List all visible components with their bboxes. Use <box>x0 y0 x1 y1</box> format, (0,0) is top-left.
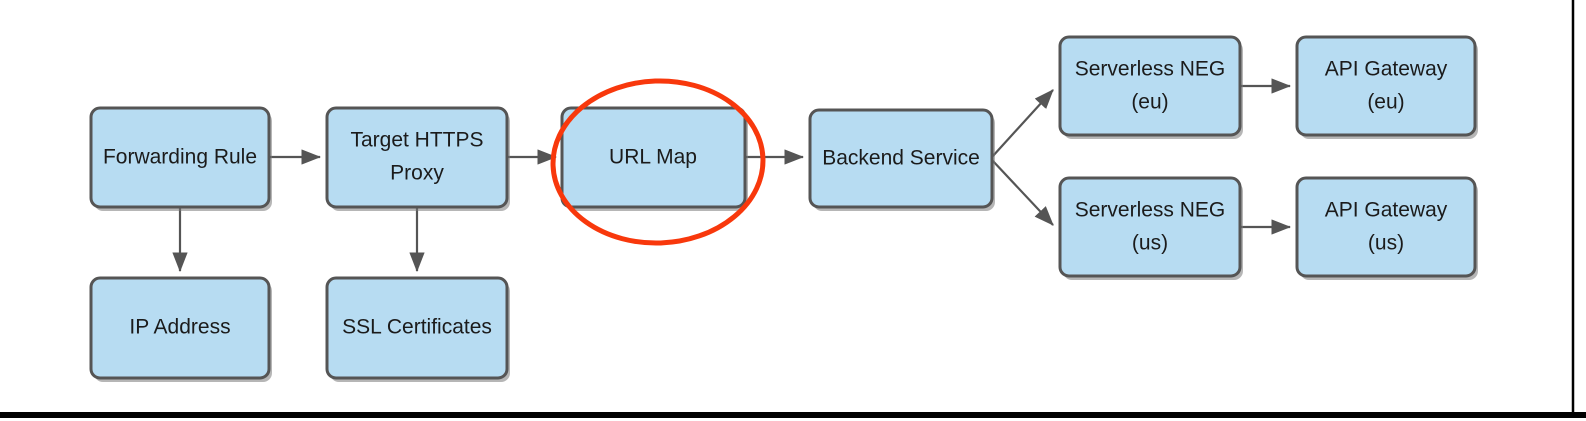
url-map-highlight-ellipse-icon <box>550 78 766 246</box>
node-label-api-gateway-eu-line1: API Gateway <box>1325 58 1448 81</box>
node-target-https-proxy[interactable]: Target HTTPS Proxy <box>325 106 510 211</box>
node-label-url-map: URL Map <box>609 146 697 169</box>
node-serverless-neg-eu[interactable]: Serverless NEG (eu) <box>1058 35 1243 139</box>
node-label-api-gateway-us-line2: (us) <box>1368 232 1404 255</box>
node-label-target-https-proxy-line2: Proxy <box>390 162 444 185</box>
edges-layer <box>172 78 1292 273</box>
node-label-backend-service: Backend Service <box>822 147 980 170</box>
node-backend-service[interactable]: Backend Service <box>808 108 995 211</box>
node-label-api-gateway-eu-line2: (eu) <box>1367 91 1404 114</box>
node-label-serverless-neg-eu-line2: (eu) <box>1131 91 1168 114</box>
nodes-layer: Forwarding Rule IP Address Target HTTPS … <box>89 35 1478 382</box>
node-label-ssl-certificates: SSL Certificates <box>342 316 492 339</box>
node-label-serverless-neg-us-line1: Serverless NEG <box>1075 199 1226 222</box>
node-label-ip-address: IP Address <box>129 316 230 339</box>
edge-backend-to-neg-us <box>991 159 1054 226</box>
node-label-api-gateway-us-line1: API Gateway <box>1325 199 1448 222</box>
node-ip-address[interactable]: IP Address <box>89 276 272 382</box>
node-ssl-certificates[interactable]: SSL Certificates <box>325 276 510 382</box>
node-label-target-https-proxy-line1: Target HTTPS <box>350 129 483 152</box>
edge-backend-to-neg-eu <box>991 89 1054 158</box>
node-serverless-neg-us[interactable]: Serverless NEG (us) <box>1058 176 1243 280</box>
highlight-annotation-layer <box>550 78 766 246</box>
node-api-gateway-eu[interactable]: API Gateway (eu) <box>1295 35 1478 139</box>
node-label-forwarding-rule: Forwarding Rule <box>103 146 257 169</box>
node-url-map[interactable]: URL Map <box>560 106 748 211</box>
node-label-serverless-neg-us-line2: (us) <box>1132 232 1168 255</box>
node-forwarding-rule[interactable]: Forwarding Rule <box>89 106 272 211</box>
node-label-serverless-neg-eu-line1: Serverless NEG <box>1075 58 1226 81</box>
node-api-gateway-us[interactable]: API Gateway (us) <box>1295 176 1478 280</box>
